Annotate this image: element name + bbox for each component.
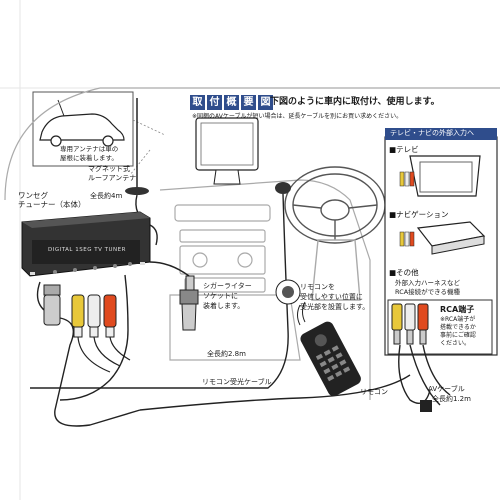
external-header: テレビ・ナビの外部入力へ: [390, 129, 474, 137]
external-nav: ■ナビゲーション: [389, 210, 449, 219]
car-interior: [4, 87, 500, 400]
cigar-plug: [149, 261, 199, 331]
antenna-label-line2: ルーフアンテナ: [88, 174, 137, 182]
title-char: 要: [241, 95, 256, 110]
external-other-desc2: RCA接続ができる機種: [395, 288, 461, 296]
antenna-cable-length: 全長約4m: [90, 192, 123, 200]
external-input-panel: [384, 128, 498, 356]
external-tv: ■テレビ: [389, 145, 419, 154]
cigar-label-line3: 装着します。: [203, 302, 245, 310]
sensor-label-line3: 受光部を設置します。: [300, 303, 370, 311]
dash-monitor: [195, 117, 259, 185]
rca-desc3: 事前にご確認: [440, 332, 476, 339]
lead-text: 下図のように車内に取付け、使用します。: [270, 97, 440, 107]
rca-desc2: 搭載できるか: [440, 324, 476, 331]
sensor-cable-length: 全長約2.8m: [207, 350, 246, 358]
antenna-label-line1: マグネット式: [88, 165, 130, 173]
external-other-label: その他: [396, 268, 419, 277]
sensor-cable-label: リモコン受光ケーブル: [202, 378, 272, 386]
tuner-label-line1: ワンセグ: [18, 191, 48, 200]
sensor-label-line1: リモコンを: [300, 283, 335, 291]
external-nav-label: ナビゲーション: [396, 210, 449, 219]
car-callout-line1: 専用アンテナは車の: [60, 145, 119, 153]
rca-desc1: ※RCA端子が: [440, 316, 476, 323]
car-callout-line2: 屋根に装着します。: [60, 154, 118, 162]
tuner-body: [21, 211, 151, 277]
remote-sensor: [30, 182, 301, 389]
rca-title: RCA端子: [440, 305, 475, 314]
remote-control: [300, 321, 361, 397]
title-char: 概: [224, 95, 239, 110]
diagram-title: 取 付 概 要 図: [190, 95, 273, 110]
title-char: 付: [207, 95, 222, 110]
external-other: ■その他: [389, 268, 419, 277]
cigar-label-line1: シガーライター: [203, 282, 252, 290]
remote-label: リモコン: [360, 388, 388, 396]
av-cable-length: 全長約1.2m: [432, 395, 471, 403]
av-cable-label: AVケーブル: [428, 385, 465, 393]
sensor-label-line2: 受信しやすい位置に: [300, 293, 363, 301]
cable-note: ※同梱のAVケーブルが短い場合は、延長ケーブルを別にお買い求めください。: [192, 113, 403, 120]
tuner-label-line2: チューナー（本体）: [18, 200, 86, 209]
title-char: 図: [258, 95, 273, 110]
title-char: 取: [190, 95, 205, 110]
tuner-panel-text: DIGITAL 1SEG TV TUNER: [48, 247, 126, 253]
external-tv-label: テレビ: [396, 145, 419, 154]
cigar-label-line2: ソケットに: [203, 292, 238, 300]
rca-desc4: ください。: [440, 340, 471, 347]
car-callout: [32, 91, 134, 167]
external-other-desc1: 外部入力ハーネスなど: [395, 279, 460, 287]
tuner-rca-plugs: [43, 284, 131, 373]
